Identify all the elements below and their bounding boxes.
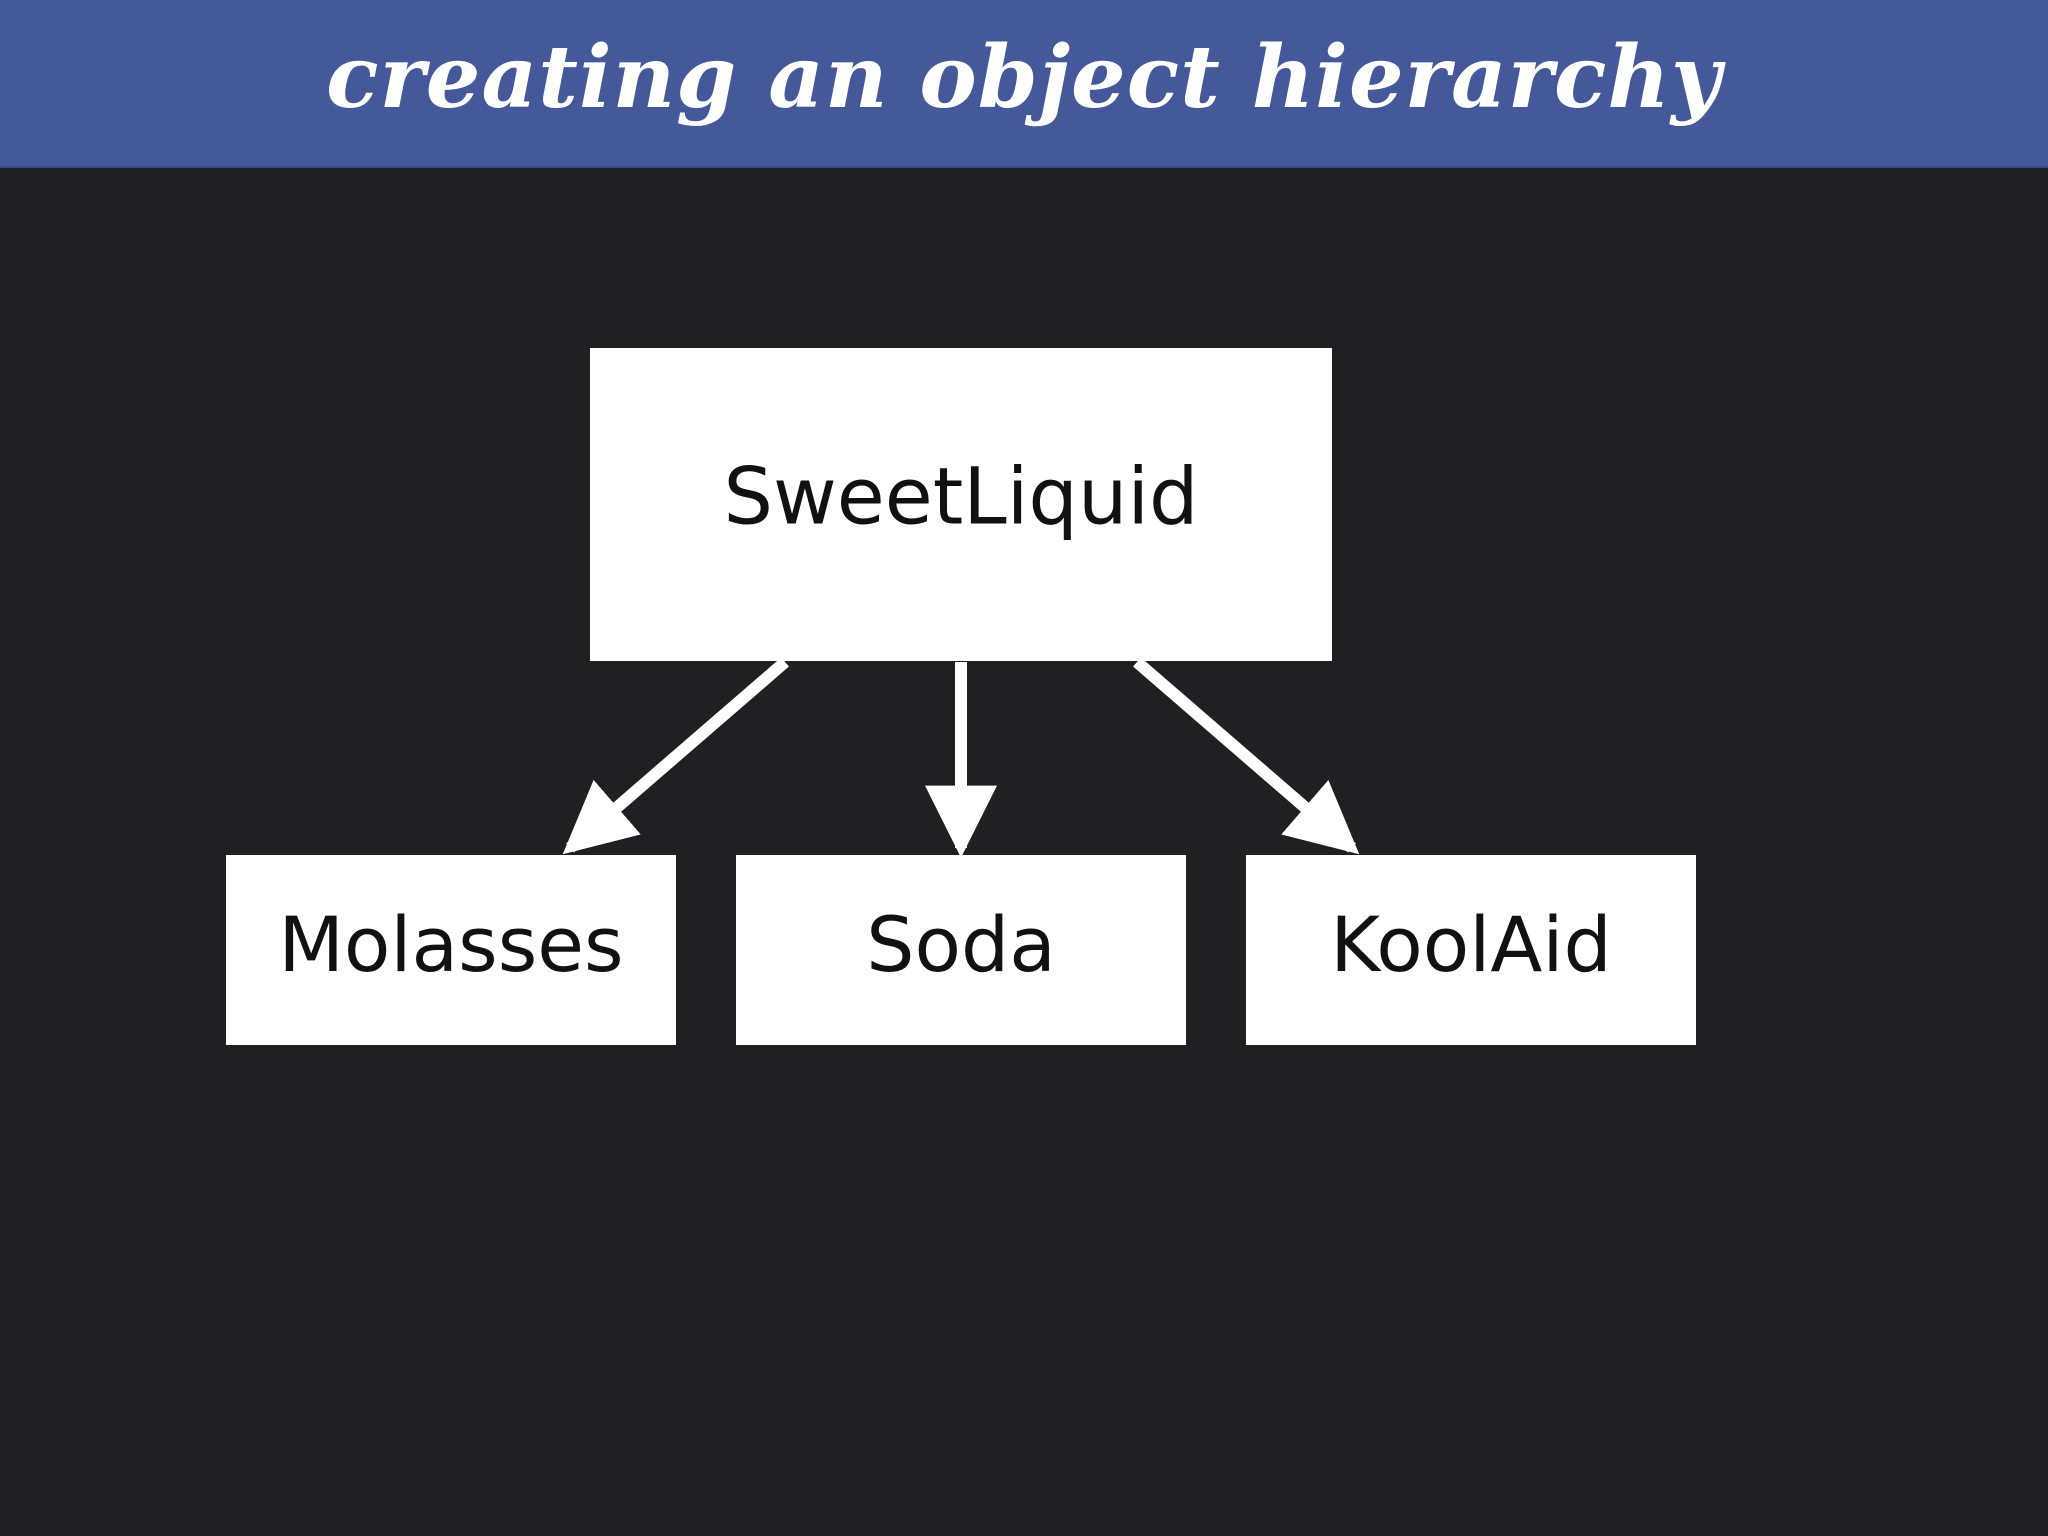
node-koolaid: KoolAid [1246, 855, 1696, 1045]
node-soda-box [736, 855, 1186, 1045]
node-soda: Soda [736, 855, 1186, 1045]
node-molasses-box [226, 855, 676, 1045]
node-sweetliquid-label: SweetLiquid [723, 452, 1198, 542]
node-molasses-label: Molasses [278, 900, 623, 989]
edge-parent-to-molasses [562, 657, 789, 855]
node-sweetliquid: SweetLiquid [590, 348, 1332, 661]
node-koolaid-box [1246, 855, 1696, 1045]
edge-parent-to-koolaid [1133, 657, 1360, 855]
node-soda-label: Soda [866, 900, 1056, 989]
title-bar: creating an object hierarchy [0, 0, 2048, 168]
slide-title: creating an object hierarchy [326, 27, 1722, 128]
node-koolaid-label: KoolAid [1330, 900, 1612, 989]
node-sweetliquid-box [590, 348, 1332, 661]
node-molasses: Molasses [226, 855, 676, 1045]
